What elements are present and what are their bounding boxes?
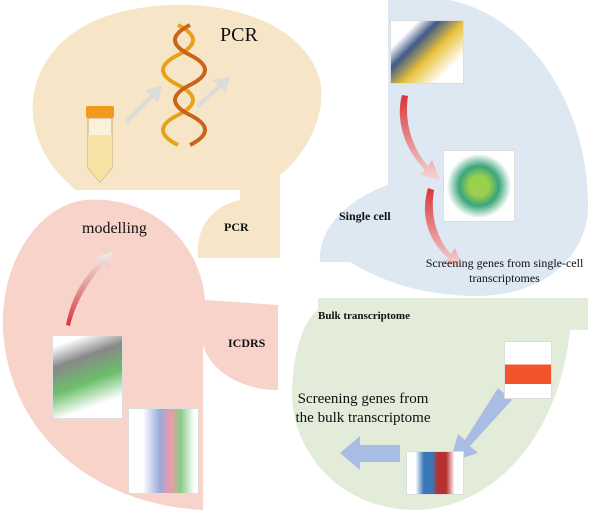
tsne-cell-type-plot — [390, 20, 464, 84]
blue-arrow-icon — [340, 436, 400, 470]
single-cell-region — [319, 0, 589, 296]
pcr-title: PCR — [220, 24, 258, 46]
volcano-plot — [406, 451, 464, 495]
test-tube-icon — [86, 106, 114, 183]
tsne-score-plot — [443, 150, 515, 222]
red-arrow-icon — [424, 188, 463, 268]
red-arrow-icon — [399, 95, 440, 180]
icdrs-tab-label: ICDRS — [228, 336, 266, 350]
cross-validation-plot — [52, 335, 123, 419]
icdrs-region — [2, 199, 279, 511]
modelling-caption: modelling — [82, 220, 147, 237]
single-cell-tab-label: Single cell — [339, 209, 391, 223]
lasso-coefficient-plot — [128, 408, 199, 494]
blue-arrow-icon — [450, 388, 512, 462]
red-arrow-icon — [66, 252, 112, 326]
bulk-tab-label: Bulk transcriptome — [318, 310, 410, 322]
single-cell-caption: Screening genes from single-cell transcr… — [425, 256, 584, 285]
heatmap-plot — [504, 341, 552, 399]
grey-arrow-icon — [125, 86, 162, 123]
bulk-caption: Screening genes from the bulk transcript… — [295, 391, 431, 426]
grey-arrow-icon — [196, 77, 230, 108]
pcr-region — [32, 4, 322, 258]
pcr-tab-label: PCR — [224, 220, 249, 234]
dna-helix-icon — [161, 23, 207, 147]
